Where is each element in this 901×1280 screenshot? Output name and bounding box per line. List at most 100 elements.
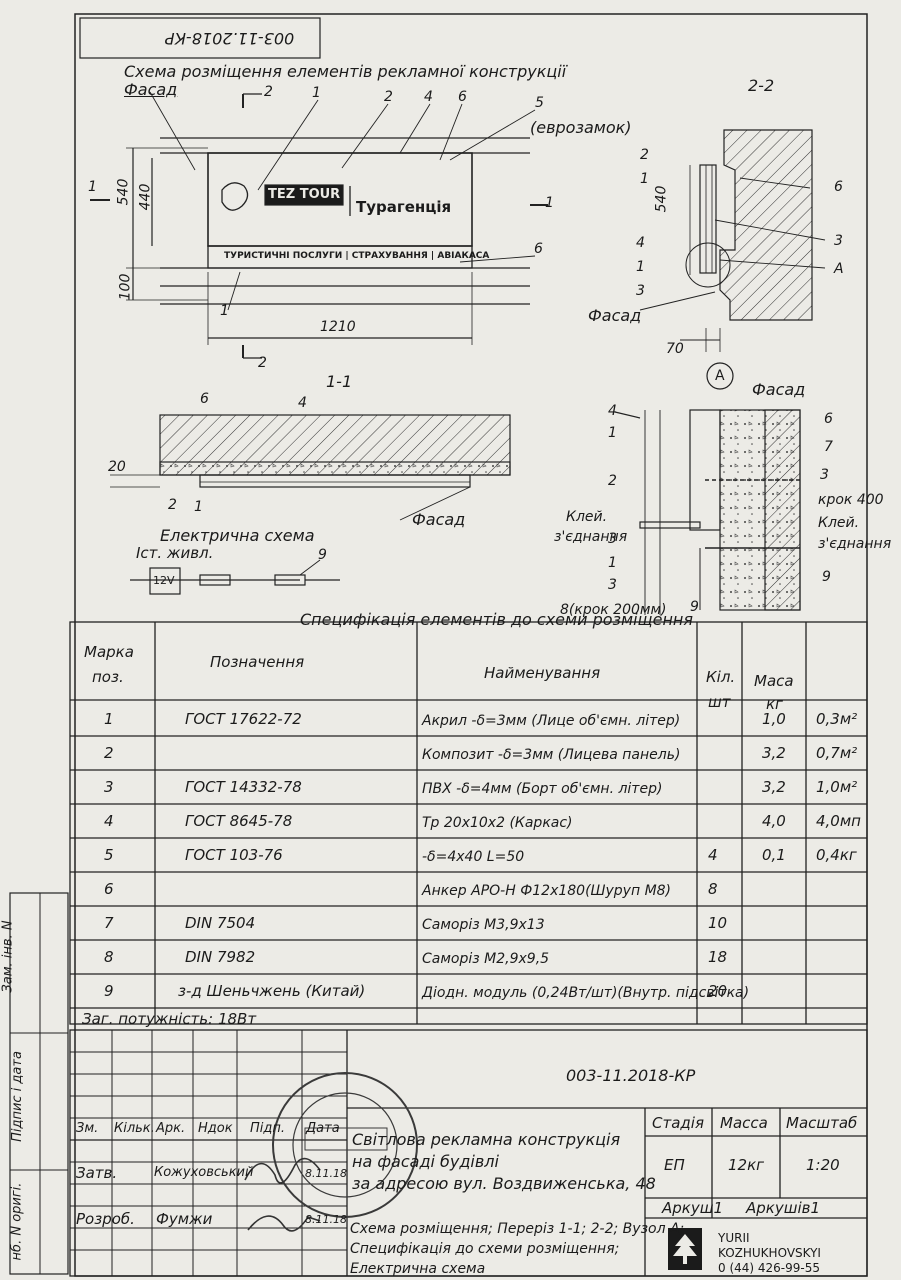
s22-callout: 4 bbox=[636, 235, 645, 251]
company-phone: 0 (44) 426-99-55 bbox=[718, 1261, 820, 1275]
s22-callout: 3 bbox=[834, 233, 843, 249]
plan-callout: 6 bbox=[458, 89, 467, 105]
spec-cell-designation: ГОСТ 103-76 bbox=[185, 846, 283, 864]
side-inv-orig: нб. N оригі. bbox=[9, 1182, 25, 1261]
spec-cell-note: 0,4кг bbox=[816, 846, 857, 864]
dim-440: 440 bbox=[137, 183, 154, 211]
dim-100: 100 bbox=[117, 273, 134, 301]
electric-source: Іст. живл. bbox=[136, 544, 214, 562]
stamp-col-change: Зм. bbox=[76, 1121, 99, 1136]
cut-2-bottom: 2 bbox=[258, 355, 267, 371]
spec-cell-qty: 8 bbox=[708, 880, 718, 898]
doc-code-box bbox=[79, 17, 321, 59]
title-block bbox=[69, 1029, 868, 1277]
spec-cell-name: Тр 20х10х2 (Каркас) bbox=[422, 815, 573, 831]
plan-callout: 1 bbox=[312, 85, 321, 101]
spec-cell-mark: 8 bbox=[104, 948, 114, 966]
side-strip bbox=[9, 892, 69, 1275]
spec-header-mass-1: Маса bbox=[754, 672, 794, 690]
spec-cell-mark: 1 bbox=[104, 710, 114, 728]
mass-value: 12кг bbox=[728, 1156, 765, 1174]
nodea-callout: 3 bbox=[820, 467, 829, 483]
nodea-callout: 9 bbox=[690, 599, 699, 615]
spec-cell-mass: 1,0 bbox=[762, 710, 786, 728]
dim-1210: 1210 bbox=[320, 319, 356, 335]
stamp-developed-date: 8.11.18 bbox=[305, 1213, 347, 1226]
signature-approved bbox=[244, 1157, 321, 1184]
sheets-label: Аркушів1 bbox=[746, 1199, 820, 1217]
company-name-1: YURII bbox=[718, 1231, 750, 1245]
nodea-step-400: крок 400 bbox=[818, 492, 884, 508]
plan-callout: 1 bbox=[220, 303, 229, 319]
nodea-callout: 3 bbox=[608, 577, 617, 593]
section-1-1 bbox=[110, 414, 511, 521]
spec-cell-mark: 5 bbox=[104, 846, 114, 864]
project-title-2: на фасаді будівлі bbox=[352, 1152, 499, 1171]
doc-code-top: 003-11.2018-КР bbox=[165, 29, 295, 48]
plan-callout: 2 bbox=[384, 89, 393, 105]
mass-label: Масса bbox=[720, 1114, 768, 1132]
spec-cell-mass: 3,2 bbox=[762, 778, 786, 796]
sign-text: Турагенція bbox=[356, 198, 452, 216]
spec-cell-designation: ГОСТ 14332-78 bbox=[185, 778, 302, 796]
spec-cell-mark: 7 bbox=[104, 914, 114, 932]
nodea-step-200: 8(крок 200мм) bbox=[560, 602, 667, 618]
spec-header-designation: Позначення bbox=[210, 653, 305, 671]
spec-cell-designation: DIN 7982 bbox=[185, 948, 256, 966]
spec-cell-name: Анкер АРО-Н Ф12х180(Шуруп М8) bbox=[422, 883, 672, 899]
sheet-label: Аркуш1 bbox=[662, 1199, 723, 1217]
spec-cell-note: 0,7м² bbox=[816, 744, 858, 762]
spec-cell-designation: DIN 7504 bbox=[185, 914, 256, 932]
project-title-1: Світлова рекламна конструкція bbox=[352, 1130, 621, 1149]
spec-cell-mark: 3 bbox=[104, 778, 114, 796]
project-title-3: за адресою вул. Воздвиженська, 48 bbox=[352, 1174, 656, 1193]
node-a-label: A bbox=[715, 368, 725, 384]
total-power: Заг. потужність: 18Вт bbox=[82, 1010, 257, 1028]
spec-header-mark-1: Марка bbox=[84, 643, 134, 661]
spec-cell-name: Діодн. модуль (0,24Вт/шт)(Внутр. підсвіт… bbox=[422, 985, 750, 1001]
spec-header-qty-1: Кіл. bbox=[706, 668, 736, 686]
stamp-col-sign: Підп. bbox=[250, 1121, 286, 1136]
plan-elevation bbox=[90, 91, 548, 359]
plan-callout: 4 bbox=[424, 89, 433, 105]
node-a bbox=[614, 362, 801, 615]
spec-cell-mark: 9 bbox=[104, 982, 114, 1000]
sheet-content-2: Специфікація до схеми розміщення; bbox=[350, 1241, 620, 1257]
electric-voltage: 12V bbox=[153, 574, 175, 587]
spec-header-name: Найменування bbox=[484, 664, 601, 682]
spec-cell-note: 0,3м² bbox=[816, 710, 858, 728]
nodea-callout: 1 bbox=[608, 555, 617, 571]
node-a-facade: Фасад bbox=[752, 380, 806, 399]
spec-header-qty-2: шт bbox=[708, 693, 731, 711]
sheet-content-1: Схема розміщення; Переріз 1-1; 2-2; Вузо… bbox=[350, 1221, 685, 1237]
dim-540: 540 bbox=[115, 178, 132, 206]
nodea-callout: 3 bbox=[608, 531, 617, 547]
cut-1-right: 1 bbox=[545, 195, 554, 211]
s11-callout: 6 bbox=[200, 391, 209, 407]
company-name-2: KOZHUKHOVSKYI bbox=[718, 1246, 821, 1260]
plan-callout: 5 bbox=[535, 95, 544, 111]
sign-strip-text: ТУРИСТИЧНІ ПОСЛУГИ | СТРАХУВАННЯ | АВІАК… bbox=[224, 251, 490, 261]
electric-title: Електрична схема bbox=[160, 526, 315, 545]
stamp-col-qty: Кільк. bbox=[114, 1121, 155, 1136]
s22-callout: 1 bbox=[636, 259, 645, 275]
spec-header-mark-2: поз. bbox=[92, 668, 124, 686]
spec-cell-name: Акрил -δ=3мм (Лице об'ємн. літер) bbox=[422, 713, 681, 729]
cut-1-left: 1 bbox=[88, 179, 97, 195]
spec-cell-qty: 18 bbox=[708, 948, 728, 966]
plan-facade-label: Фасад bbox=[124, 80, 178, 99]
s22-callout: 3 bbox=[636, 283, 645, 299]
spec-cell-qty: 20 bbox=[708, 982, 728, 1000]
stamp-developed-label: Розроб. bbox=[76, 1210, 135, 1228]
cut-2-top: 2 bbox=[264, 84, 273, 100]
spec-cell-qty: 10 bbox=[708, 914, 728, 932]
spec-cell-designation: ГОСТ 17622-72 bbox=[185, 710, 302, 728]
scale-value: 1:20 bbox=[806, 1156, 840, 1174]
eurolock-label: (еврозамок) bbox=[530, 118, 632, 137]
spec-cell-mass: 0,1 bbox=[762, 846, 786, 864]
electric-diagram bbox=[130, 559, 340, 595]
nodea-callout: 9 bbox=[822, 569, 831, 585]
stamp-developed-name: Фумжи bbox=[156, 1210, 213, 1228]
stamp-col-sheet: Арк. bbox=[156, 1121, 186, 1136]
